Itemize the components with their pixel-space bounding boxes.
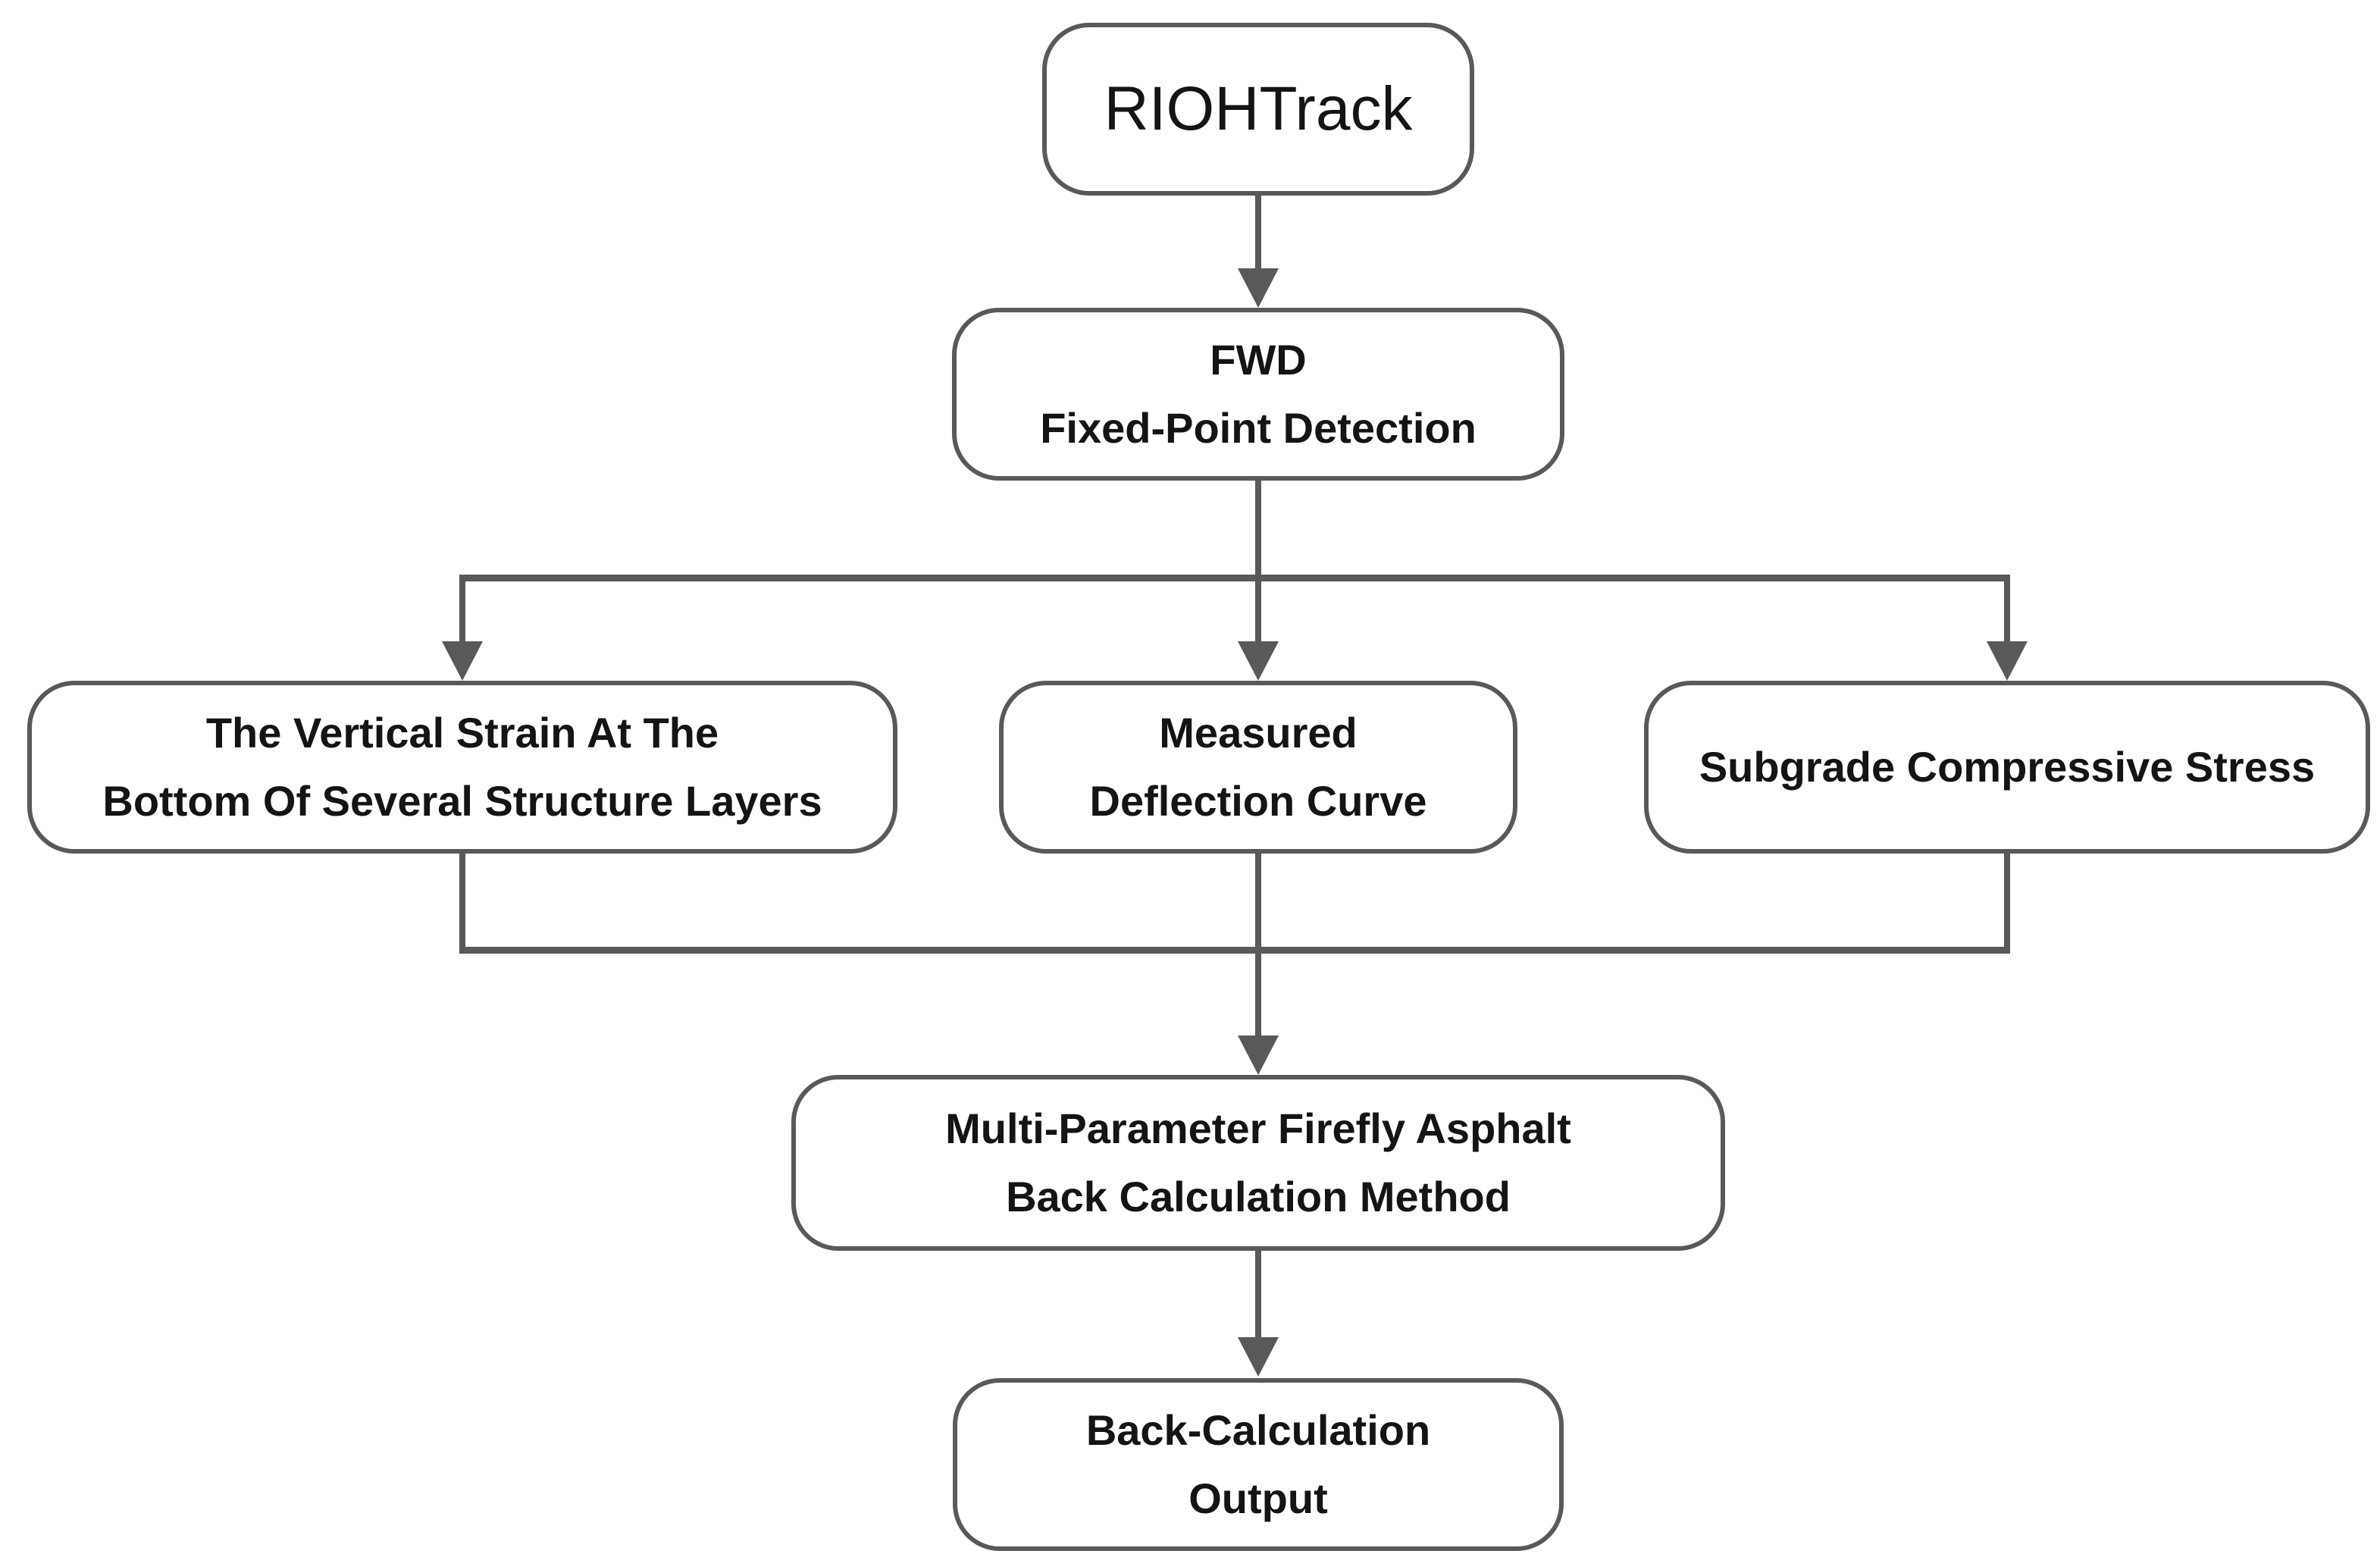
node-deflection-label-line2: Deflection Curve (1089, 777, 1427, 825)
node-riohtrack-label: RIOHTrack (1104, 74, 1413, 143)
connector-fwd-to-branch (1255, 481, 1261, 581)
node-vertical-strain-label-line1: The Vertical Strain At The (205, 709, 719, 757)
arrowhead-into-deflection (1238, 641, 1279, 681)
connector-deflection-to-collector (1255, 854, 1261, 954)
node-back-calculation-output: Back-Calculation Output (953, 1378, 1564, 1551)
arrowhead-into-subgrade (1987, 641, 2028, 681)
node-vertical-strain: The Vertical Strain At The Bottom Of Sev… (27, 681, 897, 854)
node-riohtrack: RIOHTrack (1042, 23, 1474, 196)
arrowhead-into-output (1238, 1337, 1279, 1377)
node-firefly-back-calculation-method: Multi-Parameter Firefly Asphalt Back Cal… (791, 1075, 1725, 1251)
node-measured-deflection-curve: Measured Deflection Curve (999, 681, 1517, 854)
node-fwd-fixed-point-detection: FWD Fixed-Point Detection (952, 308, 1564, 481)
connector-branch-middle (1255, 578, 1261, 646)
node-vertical-strain-label-line2: Bottom Of Several Structure Layers (102, 777, 822, 825)
branch-bar (459, 575, 2010, 581)
node-output-label-line2: Output (1188, 1474, 1328, 1522)
arrowhead-into-vertical-strain (442, 641, 483, 681)
node-subgrade-compressive-stress: Subgrade Compressive Stress (1644, 681, 2370, 854)
node-output-label-line1: Back-Calculation (1085, 1406, 1431, 1455)
connector-firefly-to-output (1255, 1251, 1261, 1339)
connector-riohtrack-to-fwd (1255, 196, 1261, 273)
connector-subgrade-to-collector (2004, 854, 2010, 954)
arrowhead-into-firefly (1238, 1035, 1279, 1075)
node-fwd-label-line2: Fixed-Point Detection (1040, 404, 1477, 452)
connector-vertical-strain-to-collector (459, 854, 465, 954)
node-fwd-label-line1: FWD (1210, 336, 1307, 384)
node-subgrade-label: Subgrade Compressive Stress (1699, 743, 2316, 791)
connector-collector-to-firefly (1255, 951, 1261, 1040)
connector-branch-left (459, 578, 465, 646)
node-deflection-label-line1: Measured (1159, 709, 1358, 757)
connector-branch-right (2004, 578, 2010, 646)
node-firefly-label-line1: Multi-Parameter Firefly Asphalt (945, 1104, 1571, 1153)
arrowhead-into-fwd (1238, 268, 1279, 308)
collector-bar (459, 947, 2010, 954)
node-firefly-label-line2: Back Calculation Method (1006, 1173, 1511, 1220)
